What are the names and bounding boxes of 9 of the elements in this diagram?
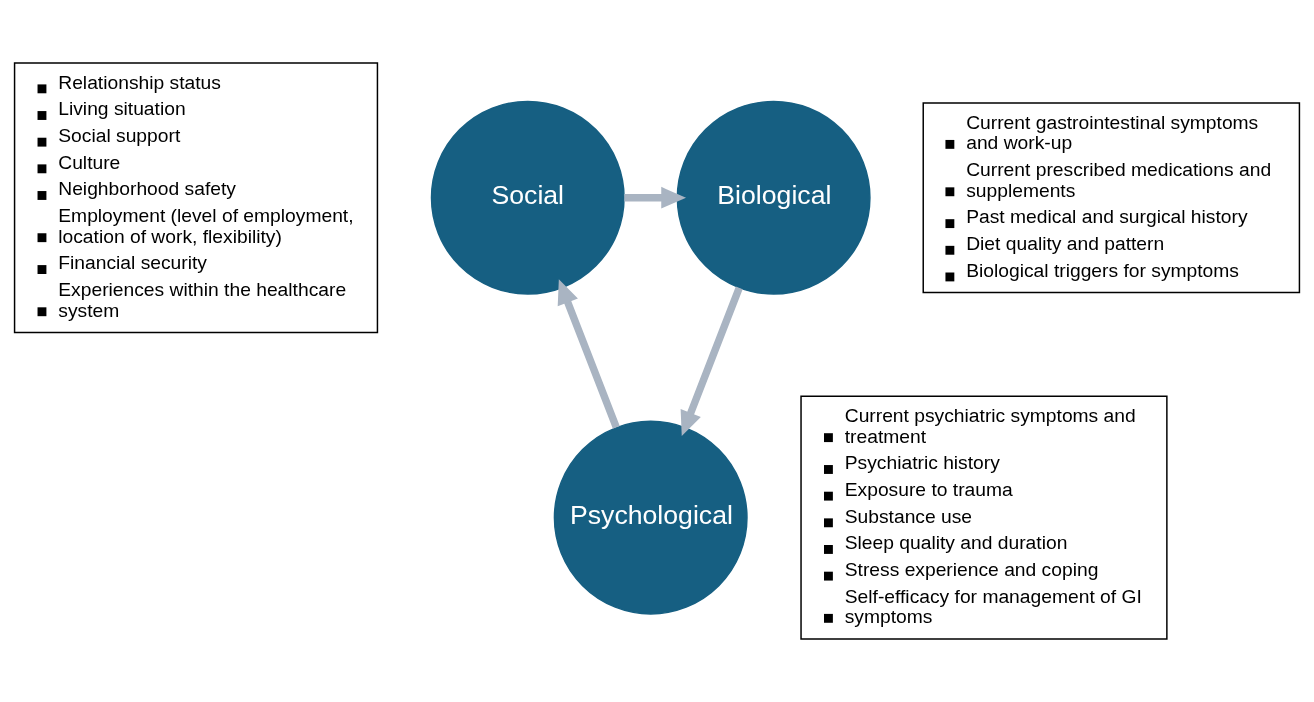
node-circle: Social [430,100,625,295]
node-box: Relationship status Living situation Social support Culture Neighborhood safety Employment (level of employment, location of work, flexibility) Financial security Experiences within the healthcare system [13,62,379,334]
node-circle: Psychological [553,420,748,615]
arrow [680,286,743,437]
node-box: Current psychiatric symptoms and treatment Psychiatric history Exposure to trauma Substance use Sleep quality and duration Stress experience and coping Self-efficacy for management of GI symptoms [800,395,1168,640]
arrow [624,186,687,209]
node-box: Current gastrointestinal symptoms and work-up Current prescribed medications and supplements Past medical and surgical history Diet quality and pattern Biological triggers for symptoms [922,102,1301,294]
arrow [557,279,620,429]
node-circle: Biological [676,100,871,295]
